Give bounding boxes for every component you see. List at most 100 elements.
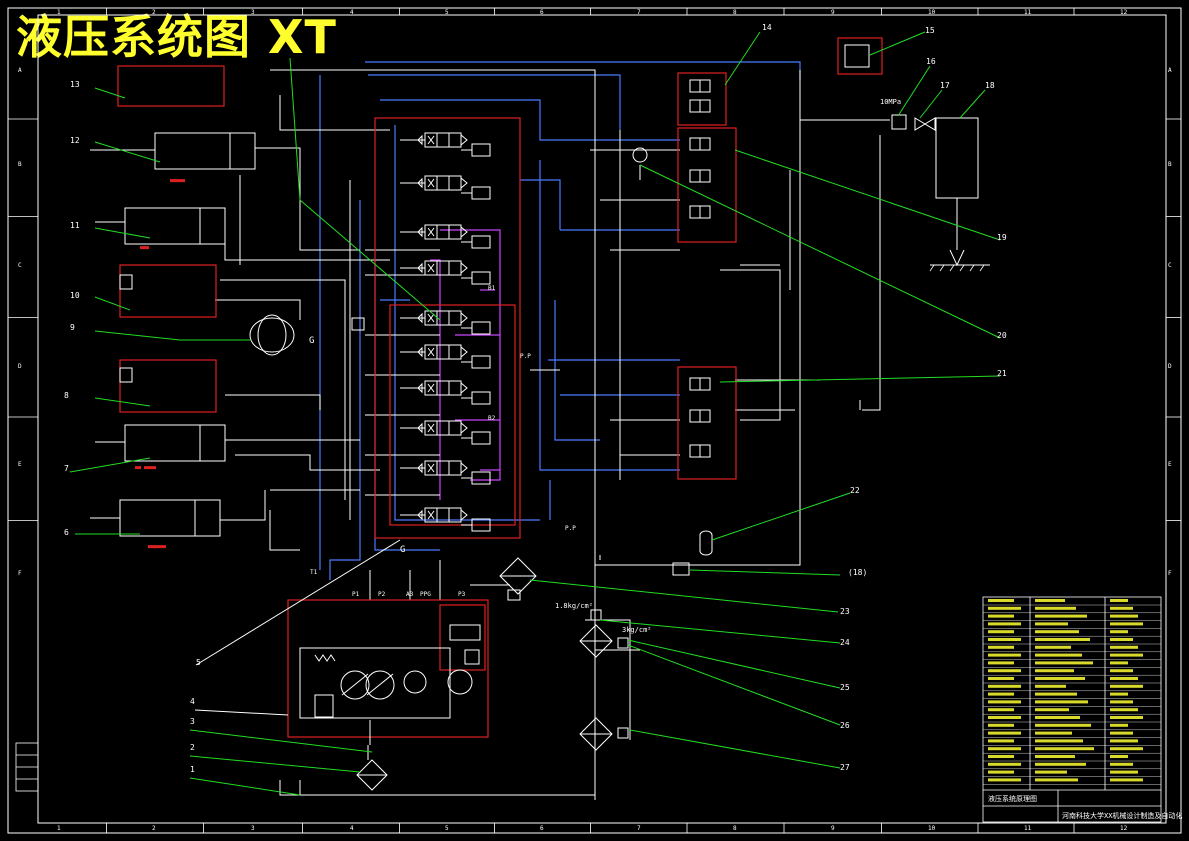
- cylinder-11: [124, 207, 226, 245]
- grid-row-left-F: F: [18, 570, 22, 577]
- grid-col-bottom-7: 7: [637, 825, 641, 832]
- filter-2: [356, 759, 388, 791]
- pump-3: [403, 670, 427, 694]
- leader-lines: [69, 31, 1001, 796]
- component-boxes: [117, 37, 883, 738]
- grid-row-right-A: A: [1168, 67, 1172, 74]
- grid-col-top-7: 7: [637, 9, 641, 16]
- directional-valve-stack: [400, 132, 491, 532]
- grid-col-top-3: 3: [251, 9, 255, 16]
- grid-row-right-C: C: [1168, 262, 1172, 269]
- port-label-5: T1: [310, 569, 318, 576]
- callout-24: 24: [840, 638, 850, 647]
- callout-21: 21: [997, 369, 1007, 378]
- port-label-4: P.P: [565, 525, 576, 532]
- title-block-text: 液压系统原理图 河南科技大学XX机械设计制造及自动化: [988, 794, 1182, 820]
- grid-col-bottom-6: 6: [540, 825, 544, 832]
- port-label-8: A3: [406, 591, 414, 598]
- pump-1: [340, 670, 370, 700]
- pump-unit: [299, 624, 481, 745]
- port-label-9: PPG: [420, 591, 431, 598]
- return-lines: [430, 229, 501, 500]
- title-block: [982, 596, 1162, 823]
- grid-col-top-6: 6: [540, 9, 544, 16]
- valve-section-3: [400, 224, 491, 249]
- main-hydraulic-lines: [215, 69, 890, 800]
- callout-10: 10: [70, 291, 80, 300]
- ground-hatch: [929, 264, 985, 272]
- swivel-joint: [119, 274, 365, 383]
- callout-3: 3: [190, 717, 195, 726]
- relief-label: 10MPa: [880, 98, 901, 106]
- filter-27: [579, 717, 613, 751]
- grid-row-right-B: B: [1168, 161, 1172, 168]
- svg-text:■■■■■■: ■■■■■■: [148, 544, 166, 550]
- callout-11: 11: [70, 221, 80, 230]
- callout-18: 18: [985, 81, 995, 90]
- port-label-10: P3: [458, 591, 466, 598]
- port-label-6: P1: [352, 591, 360, 598]
- filter-23: [499, 557, 537, 595]
- cylinder-tags: ■■■■■ ■■■ ■■ ■■■■ ■■■■■■: [135, 178, 185, 550]
- callout-25: 25: [840, 683, 850, 692]
- callout-19: 19: [997, 233, 1007, 242]
- callout-20: 20: [997, 331, 1007, 340]
- right-valve-group: [632, 44, 990, 576]
- port-label-12: B2: [488, 415, 496, 422]
- svg-text:■■■: ■■■: [140, 245, 149, 251]
- grid-col-top-10: 10: [928, 9, 936, 16]
- callout-1: 1: [190, 765, 195, 774]
- grid-row-left-B: B: [18, 161, 22, 168]
- drawing-title: 液压系统图 XT: [16, 10, 337, 64]
- grid-col-top-1: 1: [57, 9, 61, 16]
- white-leaders: [194, 539, 401, 716]
- callout-9: 9: [70, 323, 75, 332]
- valve-section-5: [400, 310, 491, 335]
- pump-2: [365, 670, 395, 700]
- callout-26: 26: [840, 721, 850, 730]
- hydraulic-cylinders: [90, 132, 256, 537]
- port-label-1: G: [309, 336, 314, 346]
- callout-16: 16: [926, 57, 936, 66]
- pilot-lines: [319, 61, 801, 580]
- annotations: 1.8kg/cm² 3kg/cm² 10MPa: [555, 98, 901, 634]
- filters: [299, 557, 629, 795]
- callout-6: 6: [64, 528, 69, 537]
- institution-name: 河南科技大学XX机械设计制造及自动化: [1062, 811, 1182, 820]
- grid-col-bottom-2: 2: [152, 825, 156, 832]
- valve-section-9: [400, 460, 491, 485]
- grid-col-top-8: 8: [733, 9, 737, 16]
- motor: [447, 669, 473, 695]
- filter-25: [579, 624, 613, 658]
- grid-col-top-2: 2: [152, 9, 156, 16]
- grid-row-left-D: D: [18, 363, 22, 370]
- grid-row-right-E: E: [1168, 461, 1172, 468]
- valve-section-4: [400, 260, 491, 285]
- valve-section-10: [400, 507, 491, 532]
- grid-col-bottom-5: 5: [445, 825, 449, 832]
- grid-col-bottom-8: 8: [733, 825, 737, 832]
- callout-(18): (18): [848, 568, 867, 577]
- callout-12: 12: [70, 136, 80, 145]
- valve-section-8: [400, 420, 491, 445]
- callout-5: 5: [196, 658, 201, 667]
- port-label-7: P2: [378, 591, 386, 598]
- grid-col-top-9: 9: [831, 9, 835, 16]
- drawing-name: 液压系统原理图: [988, 794, 1037, 803]
- callout-4: 4: [190, 697, 195, 706]
- callout-8: 8: [64, 391, 69, 400]
- grid-col-bottom-10: 10: [928, 825, 936, 832]
- port-label-11: B1: [488, 285, 496, 292]
- outer-frame: [7, 7, 1182, 834]
- grid-col-top-4: 4: [350, 9, 354, 16]
- valve-section-1: [400, 132, 491, 157]
- grid-row-left-A: A: [18, 67, 22, 74]
- parts-list-rows: [983, 599, 1161, 785]
- cylinder-6: [119, 499, 221, 537]
